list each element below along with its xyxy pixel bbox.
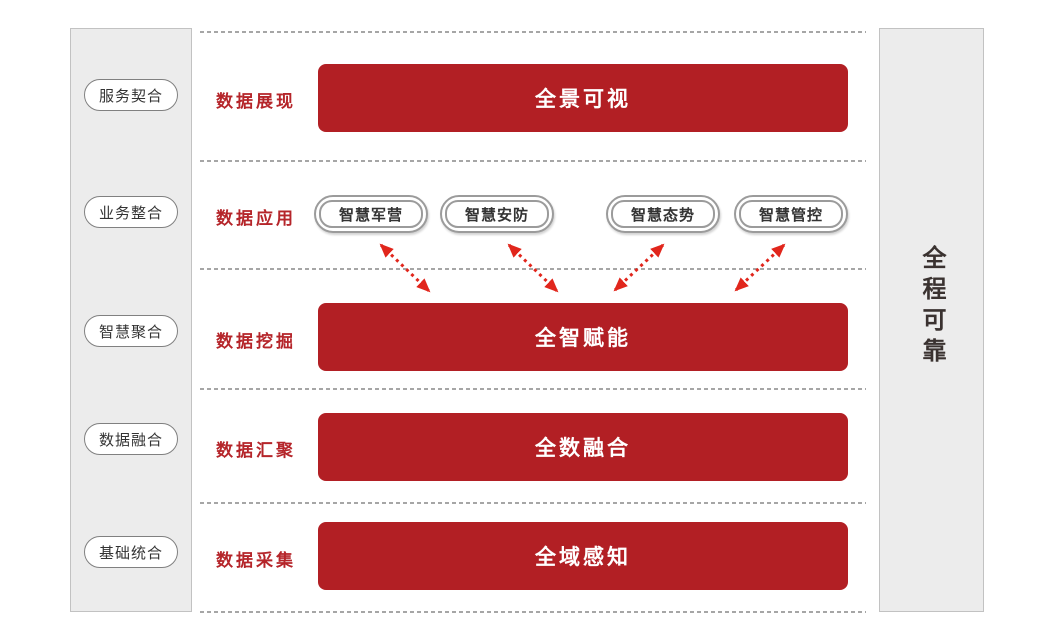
row-label-data-apply: 数据应用	[216, 209, 296, 228]
row-label-data-mining: 数据挖掘	[216, 332, 296, 351]
app-pill-smart-situation: 智慧态势	[606, 195, 720, 233]
row-label-data-collect: 数据采集	[216, 551, 296, 570]
app-pill-label: 智慧安防	[445, 200, 549, 228]
dotted-separator	[200, 268, 866, 270]
app-pill-smart-control: 智慧管控	[734, 195, 848, 233]
row-label-data-gather: 数据汇聚	[216, 441, 296, 460]
app-pill-label: 智慧军营	[319, 200, 423, 228]
app-pill-label: 智慧态势	[611, 200, 715, 228]
layer-bar-empower: 全智赋能	[318, 303, 848, 371]
right-panel: 全程可靠	[879, 28, 984, 612]
left-pill-base-unify: 基础统合	[84, 536, 178, 568]
app-pill-smart-security: 智慧安防	[440, 195, 554, 233]
dotted-separator	[200, 611, 866, 613]
app-pill-smart-camp: 智慧军营	[314, 195, 428, 233]
left-pill-service-fit: 服务契合	[84, 79, 178, 111]
row-label-data-display: 数据展现	[216, 92, 296, 111]
layer-bar-panorama: 全景可视	[318, 64, 848, 132]
left-panel: 服务契合 业务整合 智慧聚合 数据融合 基础统合	[70, 28, 192, 612]
dotted-separator	[200, 502, 866, 504]
left-pill-business-merge: 业务整合	[84, 196, 178, 228]
right-panel-label: 全程可靠	[918, 245, 945, 369]
left-pill-wisdom-merge: 智慧聚合	[84, 315, 178, 347]
dotted-separator	[200, 388, 866, 390]
app-pill-label: 智慧管控	[739, 200, 843, 228]
left-pill-data-fusion: 数据融合	[84, 423, 178, 455]
dotted-separator	[200, 160, 866, 162]
dotted-separator	[200, 31, 866, 33]
layer-bar-fusion: 全数融合	[318, 413, 848, 481]
layer-bar-perception: 全域感知	[318, 522, 848, 590]
